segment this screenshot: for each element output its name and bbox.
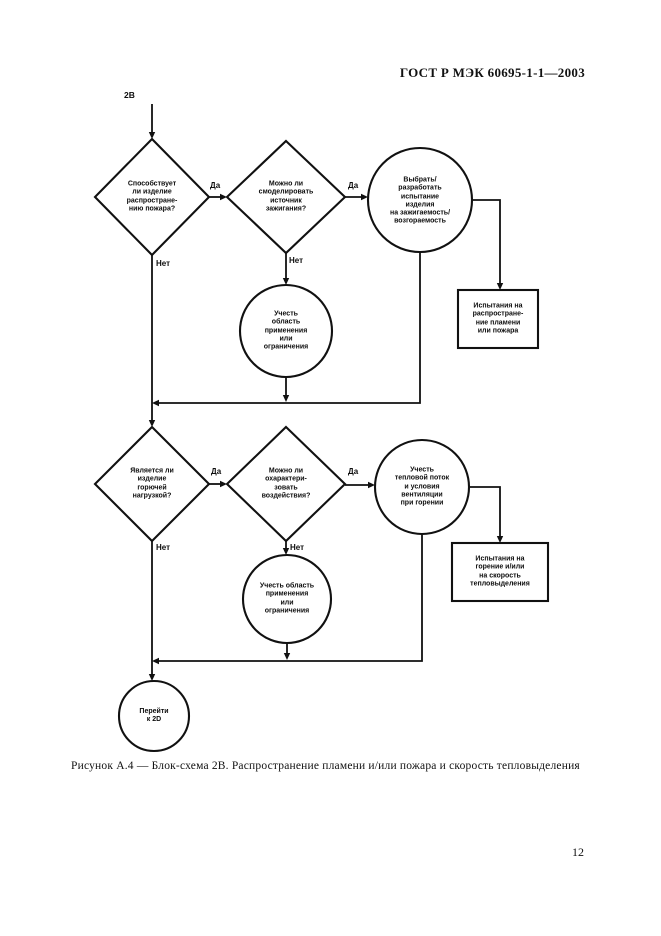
process-consider-scope-2-shape bbox=[241, 553, 333, 645]
process-select-develop-test-text: Выбрать/ разработать испытание изделия н… bbox=[389, 176, 451, 225]
yes-label: Да bbox=[210, 181, 221, 190]
arrowhead bbox=[152, 399, 159, 407]
feedback-row2 bbox=[158, 534, 423, 662]
process-consider-heat-flux-text: Учесть тепловой поток и условия вентиляц… bbox=[394, 466, 450, 507]
arrowhead bbox=[148, 674, 156, 681]
entry-connector-label: 2В bbox=[124, 90, 135, 100]
decision-simulate-ignition-source-shape bbox=[225, 139, 347, 255]
arrowhead bbox=[148, 420, 156, 427]
decision-product-fire-load-shape bbox=[93, 425, 211, 543]
decision-contributes-fire-spread-text: Способствует ли изделие распростране- ни… bbox=[126, 180, 178, 213]
decision-contributes-fire-spread-shape bbox=[93, 137, 211, 257]
arrowhead bbox=[152, 657, 159, 665]
terminal-go-to-2d-shape bbox=[117, 679, 191, 753]
arrowhead bbox=[148, 132, 156, 139]
feedback-row1 bbox=[158, 252, 421, 404]
yes-label: Да bbox=[348, 181, 359, 190]
arrowhead bbox=[282, 395, 290, 402]
arrowhead bbox=[220, 193, 227, 201]
no-label: Нет bbox=[289, 256, 304, 265]
arrowhead bbox=[496, 283, 504, 290]
no-label: Нет bbox=[156, 543, 171, 552]
terminal-go-to-2d-text: Перейти к 2D bbox=[139, 707, 169, 723]
arrowhead bbox=[282, 278, 290, 285]
document-header: ГОСТ Р МЭК 60695-1-1—2003 bbox=[399, 65, 585, 80]
arrowhead bbox=[368, 481, 375, 489]
arrowhead bbox=[283, 653, 291, 660]
arrowhead bbox=[220, 480, 227, 488]
decision-characterize-exposure-shape bbox=[225, 425, 347, 543]
output-burning-heat-release-tests-text: Испытания на горение и/или на скорость т… bbox=[470, 555, 530, 588]
no-label: Нет bbox=[156, 259, 171, 268]
figure-caption: Рисунок А.4 — Блок-схема 2В. Распростран… bbox=[71, 760, 580, 772]
process-consider-scope-2-text: Учесть область применения или ограничени… bbox=[259, 582, 315, 615]
process-consider-heat-flux-shape bbox=[373, 438, 471, 536]
arrowhead bbox=[496, 536, 504, 543]
arrowhead bbox=[282, 548, 290, 555]
process-consider-scope-1-text: Учесть область применения или ограничени… bbox=[263, 310, 309, 351]
process-select-develop-test-shape bbox=[366, 146, 474, 254]
arrowhead bbox=[361, 193, 368, 201]
decision-simulate-ignition-source-text: Можно ли смоделировать источник зажигани… bbox=[258, 180, 314, 213]
connector-c3-r2 bbox=[469, 486, 501, 537]
no-label: Нет bbox=[290, 543, 305, 552]
output-flame-fire-spread-tests-shape bbox=[456, 288, 540, 350]
output-flame-fire-spread-tests-text: Испытания на распростране- ние пламени и… bbox=[472, 302, 524, 335]
page-number: 12 bbox=[572, 845, 584, 859]
decision-characterize-exposure-text: Можно ли охарактери- зовать воздействия? bbox=[261, 467, 311, 500]
decision-product-fire-load-text: Является ли изделие горючей нагрузкой? bbox=[130, 467, 174, 500]
output-burning-heat-release-tests-shape bbox=[450, 541, 550, 603]
yes-label: Да bbox=[211, 467, 222, 476]
connector-c1-r1 bbox=[472, 199, 501, 284]
yes-label: Да bbox=[348, 467, 359, 476]
